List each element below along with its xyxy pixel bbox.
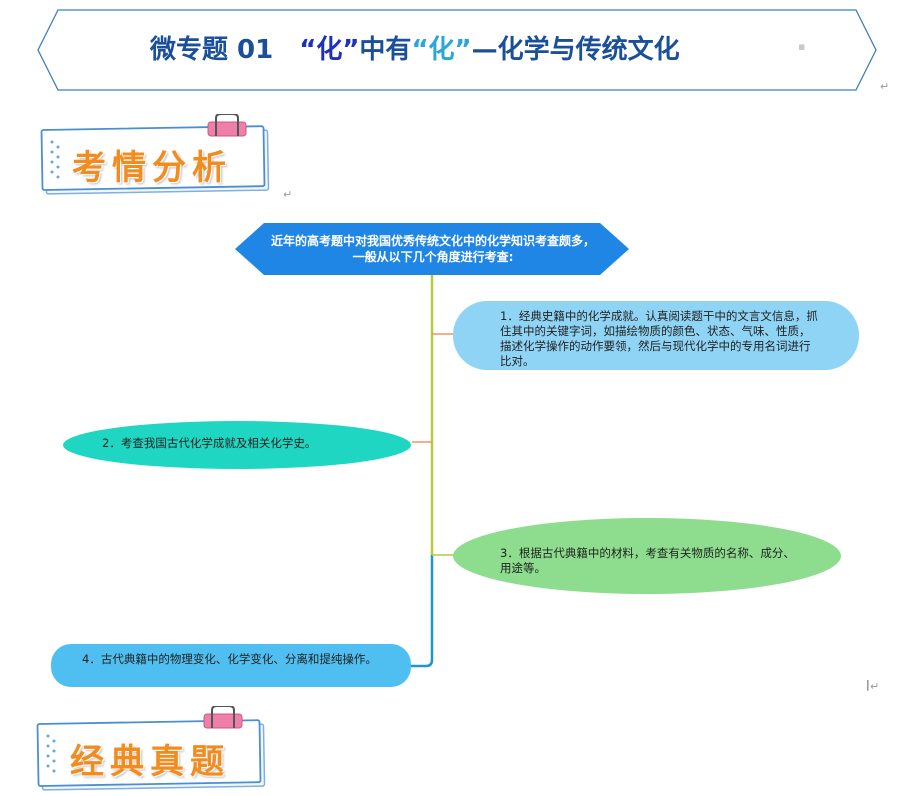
paper-clip-icon	[203, 706, 243, 729]
page-title: 微专题 01“化”中有“化”—化学与传统文化	[150, 29, 680, 66]
classic-tag	[34, 706, 274, 796]
paragraph-mark-icon: ↵	[880, 80, 890, 93]
paragraph-mark-icon: ↵	[870, 680, 880, 693]
mindmap-node-2	[63, 421, 411, 469]
note-card	[40, 125, 270, 195]
analysis-tag	[38, 114, 278, 202]
classic-tag-label: 经典真题	[70, 742, 230, 782]
mindmap-root	[235, 223, 629, 275]
note-card	[36, 719, 266, 791]
mindmap-node-2-text: 2．考查我国古代化学成就及相关化学史。	[102, 436, 317, 450]
title-banner	[36, 8, 878, 92]
analysis-tag-label: 考情分析	[72, 148, 232, 188]
mindmap-node-4-text: 4．古代典籍中的物理变化、化学变化、分离和提纯操作。	[82, 652, 377, 666]
mindmap-node-3-text: 3．根据古代典籍中的材料，考查有关物质的名称、成分、用途等。	[500, 546, 795, 575]
paper-clip-icon	[207, 114, 247, 137]
title-rest: —化学与传统文化	[471, 35, 680, 65]
banner-frame	[37, 9, 877, 91]
cursor-mark-icon: ▪	[798, 40, 806, 53]
mindmap-node-3	[453, 518, 841, 594]
title-quote-1: “化”	[299, 35, 360, 65]
title-mid: 中有	[359, 35, 412, 65]
mindmap-node-4	[51, 644, 411, 687]
title-prefix: 微专题 01	[150, 35, 274, 65]
mindmap-node-1-text: 1．经典史籍中的化学成就。认真阅读题干中的文言文信息，抓住其中的关键字词，如描绘…	[500, 309, 818, 368]
cursor-mark-icon: |	[866, 678, 870, 691]
title-quote-2: “化”	[411, 35, 472, 65]
mindmap-node-1	[453, 301, 859, 370]
paragraph-mark-icon: ↵	[283, 188, 293, 201]
mindmap-root-text: 近年的高考题中对我国优秀传统文化中的化学知识考查颇多，一般从以下几个角度进行考查…	[270, 234, 595, 264]
